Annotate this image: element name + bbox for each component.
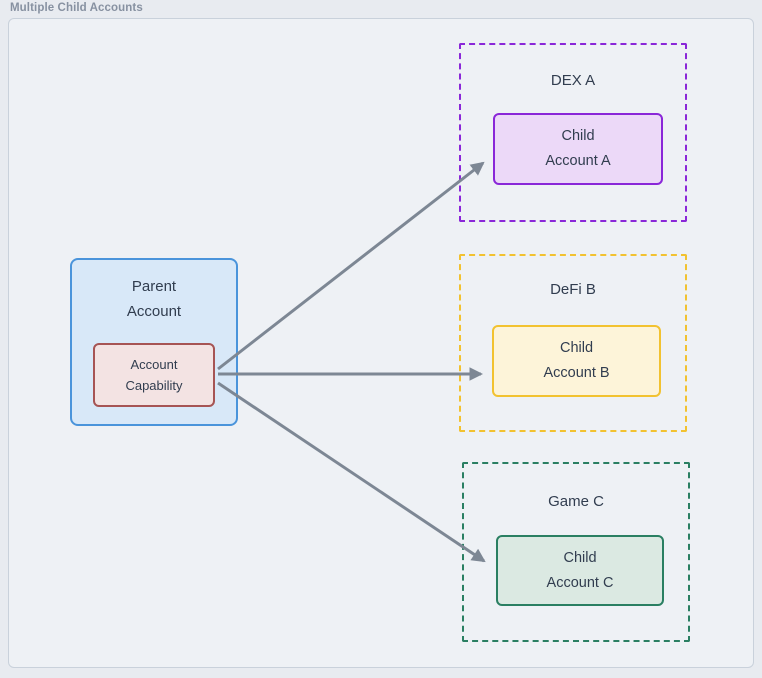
account-capability-node[interactable]: Account Capability	[93, 343, 215, 407]
child-account-a-node[interactable]: Child Account A	[493, 113, 663, 185]
child-account-a-label: Child Account A	[545, 128, 611, 169]
child-account-c-label: Child Account C	[546, 549, 614, 591]
parent-account-label: Parent Account	[126, 278, 182, 320]
group-defi-b[interactable]: DeFi B Child Account B	[459, 254, 687, 432]
child-account-b-label: Child Account B	[543, 340, 610, 381]
group-dex-a[interactable]: DEX A Child Account A	[459, 43, 687, 222]
group-game-c[interactable]: Game C Child Account C	[462, 462, 690, 642]
group-game-c-title: Game C	[548, 493, 604, 510]
account-capability-label: Account Capability	[125, 357, 183, 393]
child-account-c-node[interactable]: Child Account C	[496, 535, 664, 606]
page-title: Multiple Child Accounts	[10, 2, 143, 14]
group-defi-b-title: DeFi B	[550, 281, 596, 298]
group-dex-a-title: DEX A	[550, 72, 596, 89]
child-account-b-node[interactable]: Child Account B	[492, 325, 661, 397]
